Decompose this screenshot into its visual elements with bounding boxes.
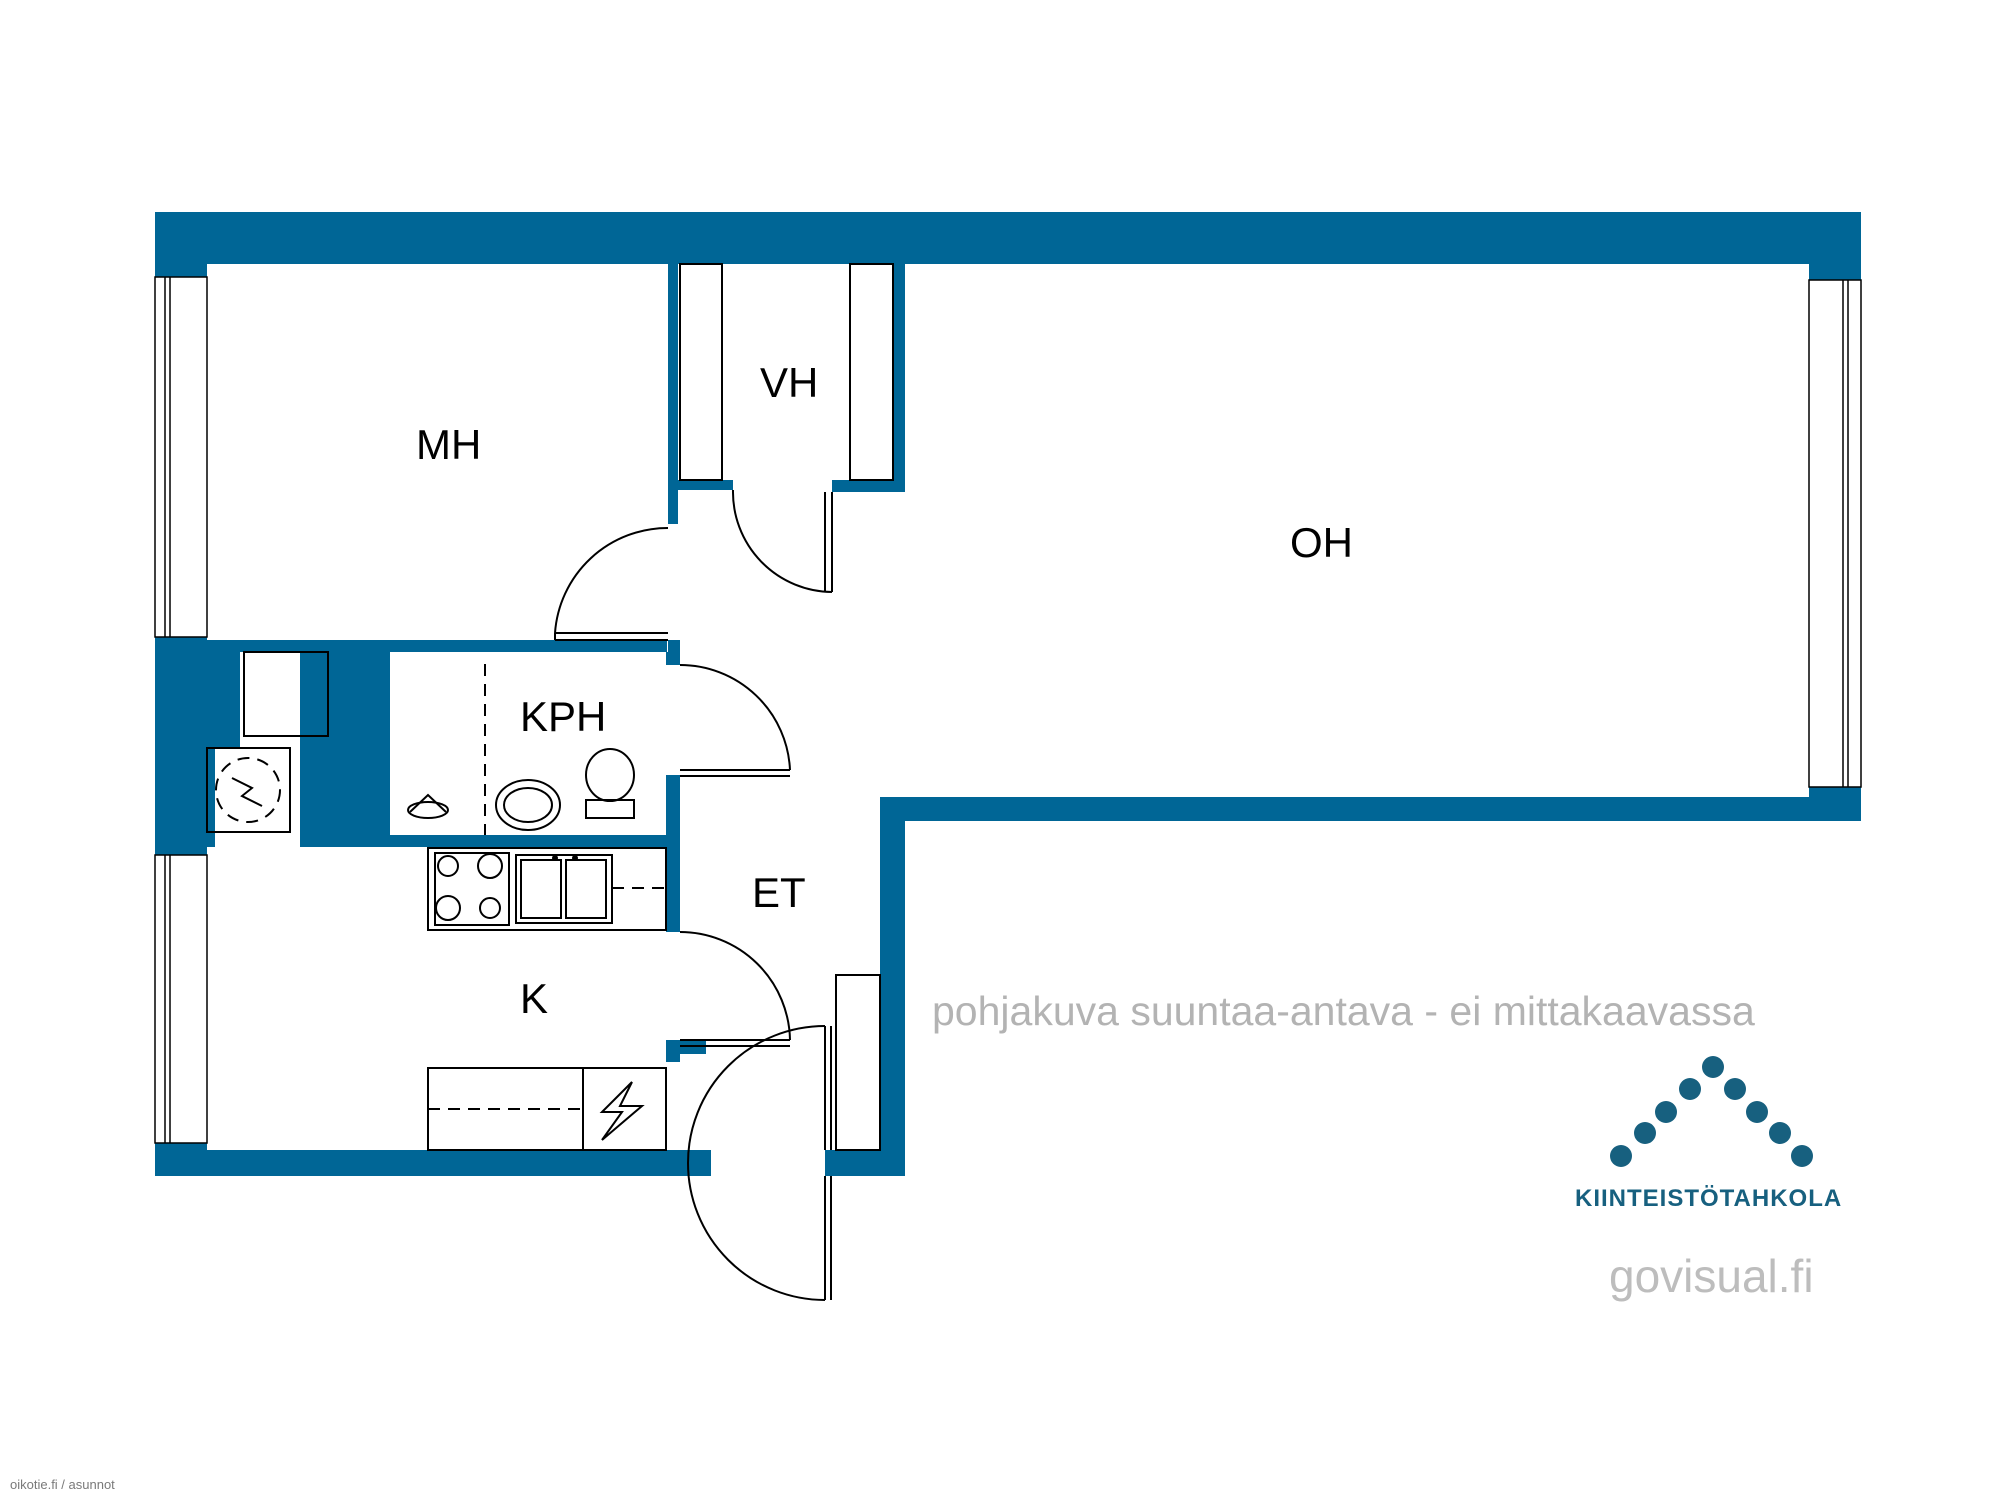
room-label-vh: VH (760, 359, 818, 406)
room-label-et: ET (752, 869, 806, 916)
bathroom-fixtures (407, 664, 635, 835)
walls (155, 212, 1861, 1176)
doors (554, 489, 833, 1301)
room-label-oh: OH (1290, 519, 1353, 566)
room-label-k: K (520, 975, 548, 1022)
room-label-kph: KPH (520, 693, 606, 740)
disclaimer-text: pohjakuva suuntaa-antava - ei mittakaava… (932, 988, 1755, 1034)
dot-roof-logo-icon (1610, 1056, 1813, 1167)
entry-closet (835, 974, 881, 1151)
vh-wardrobes (679, 263, 894, 481)
room-label-mh: MH (416, 421, 481, 468)
kitchen-counter-bottom (427, 1067, 667, 1151)
brand-name: KIINTEISTÖTAHKOLA (1575, 1185, 1842, 1212)
utility-fixtures (206, 651, 329, 833)
windows (154, 276, 1862, 1144)
kitchen-counter-top (427, 847, 667, 931)
credit-text: oikotie.fi / asunnot (10, 1477, 115, 1492)
website-text: govisual.fi (1609, 1250, 1814, 1302)
